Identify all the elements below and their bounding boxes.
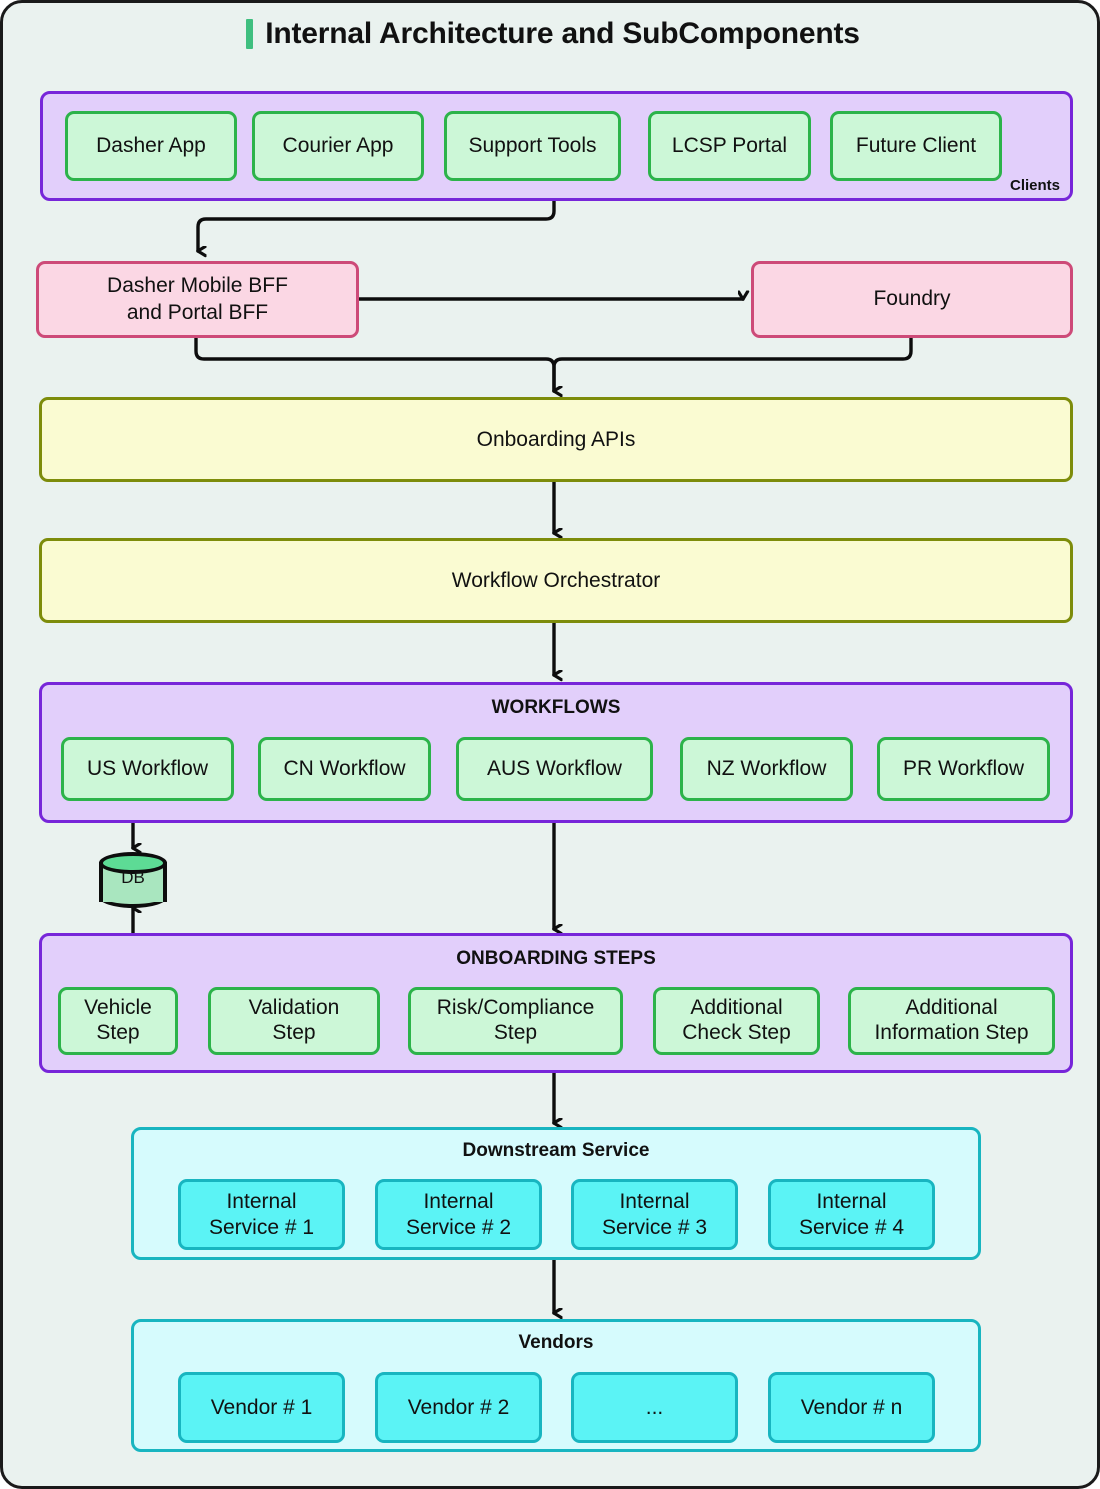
vendor-label: ... <box>645 1395 664 1419</box>
foundry-box[interactable]: Foundry <box>751 261 1073 338</box>
internal-service-4[interactable]: Internal Service # 4 <box>768 1179 935 1250</box>
service-line-2: Service # 4 <box>798 1215 905 1239</box>
workflow-us[interactable]: US Workflow <box>61 737 234 801</box>
service-line-2: Service # 3 <box>601 1215 708 1239</box>
workflow-label: NZ Workflow <box>706 756 827 780</box>
step-line-1: Vehicle <box>84 996 152 1020</box>
internal-service-2[interactable]: Internal Service # 2 <box>375 1179 542 1250</box>
workflows-group-title: WORKFLOWS <box>491 697 621 718</box>
downstream-service-title: Downstream Service <box>462 1140 650 1161</box>
db-top <box>99 852 167 874</box>
client-label: Future Client <box>855 133 977 157</box>
client-label: Support Tools <box>468 133 597 157</box>
vendor-1[interactable]: Vendor # 1 <box>178 1372 345 1443</box>
workflow-label: PR Workflow <box>903 756 1024 780</box>
workflow-label: AUS Workflow <box>487 756 622 780</box>
step-line-1: Risk/Compliance <box>436 996 595 1020</box>
onboarding-steps-group-title: ONBOARDING STEPS <box>456 948 656 969</box>
dasher-mobile-bff-and-portal-bff[interactable]: Dasher Mobile BFF and Portal BFF <box>36 261 359 338</box>
service-line-1: Internal <box>226 1190 297 1214</box>
page-title: Internal Architecture and SubComponents <box>3 17 1097 51</box>
client-dasher-app[interactable]: Dasher App <box>65 111 237 181</box>
internal-service-1[interactable]: Internal Service # 1 <box>178 1179 345 1250</box>
workflow-orchestrator-label: Workflow Orchestrator <box>451 568 661 592</box>
database-cylinder[interactable]: DB <box>99 852 167 908</box>
title-accent-bar <box>246 19 254 49</box>
vendor-2[interactable]: Vendor # 2 <box>375 1372 542 1443</box>
step-line-2: Step <box>493 1021 538 1044</box>
client-lcsp-portal[interactable]: LCSP Portal <box>648 111 811 181</box>
step-line-1: Validation <box>248 996 340 1020</box>
client-label: Dasher App <box>96 133 206 157</box>
workflow-aus[interactable]: AUS Workflow <box>456 737 653 801</box>
foundry-label: Foundry <box>873 287 951 311</box>
page-title-text: Internal Architecture and SubComponents <box>265 17 860 50</box>
client-label: LCSP Portal <box>671 133 788 157</box>
bff-line-2: and Portal BFF <box>126 300 269 324</box>
onboarding-apis-label: Onboarding APIs <box>476 427 636 451</box>
service-line-2: Service # 2 <box>405 1215 512 1239</box>
workflow-label: CN Workflow <box>283 756 406 780</box>
step-additional-information[interactable]: Additional Information Step <box>848 987 1055 1055</box>
service-line-1: Internal <box>816 1190 887 1214</box>
service-line-2: Service # 1 <box>208 1215 315 1239</box>
workflow-label: US Workflow <box>87 756 208 780</box>
step-vehicle[interactable]: Vehicle Step <box>58 987 178 1055</box>
step-line-2: Information Step <box>874 1021 1029 1044</box>
clients-group-label: Clients <box>1009 177 1060 194</box>
service-line-1: Internal <box>619 1190 690 1214</box>
vendor-label: Vendor # 1 <box>210 1395 313 1419</box>
step-line-2: Check Step <box>682 1021 791 1044</box>
workflow-cn[interactable]: CN Workflow <box>258 737 431 801</box>
workflow-nz[interactable]: NZ Workflow <box>680 737 853 801</box>
onboarding-apis-box[interactable]: Onboarding APIs <box>39 397 1073 482</box>
vendor-n[interactable]: Vendor # n <box>768 1372 935 1443</box>
step-validation[interactable]: Validation Step <box>208 987 380 1055</box>
step-risk-compliance[interactable]: Risk/Compliance Step <box>408 987 623 1055</box>
workflow-pr[interactable]: PR Workflow <box>877 737 1050 801</box>
workflow-orchestrator-box[interactable]: Workflow Orchestrator <box>39 538 1073 623</box>
db-label: DB <box>121 868 145 887</box>
client-courier-app[interactable]: Courier App <box>252 111 424 181</box>
bff-line-1: Dasher Mobile BFF <box>107 274 288 298</box>
internal-service-3[interactable]: Internal Service # 3 <box>571 1179 738 1250</box>
step-line-2: Step <box>96 1021 140 1044</box>
service-line-1: Internal <box>423 1190 494 1214</box>
step-additional-check[interactable]: Additional Check Step <box>653 987 820 1055</box>
step-line-1: Additional <box>905 996 998 1020</box>
client-label: Courier App <box>282 133 394 157</box>
step-line-1: Additional <box>690 996 783 1020</box>
client-support-tools[interactable]: Support Tools <box>444 111 621 181</box>
vendor-label: Vendor # 2 <box>407 1395 510 1419</box>
vendor-ellipsis[interactable]: ... <box>571 1372 738 1443</box>
client-future-client[interactable]: Future Client <box>830 111 1002 181</box>
step-line-2: Step <box>272 1021 316 1044</box>
vendors-title: Vendors <box>518 1332 594 1353</box>
vendor-label: Vendor # n <box>800 1395 903 1419</box>
